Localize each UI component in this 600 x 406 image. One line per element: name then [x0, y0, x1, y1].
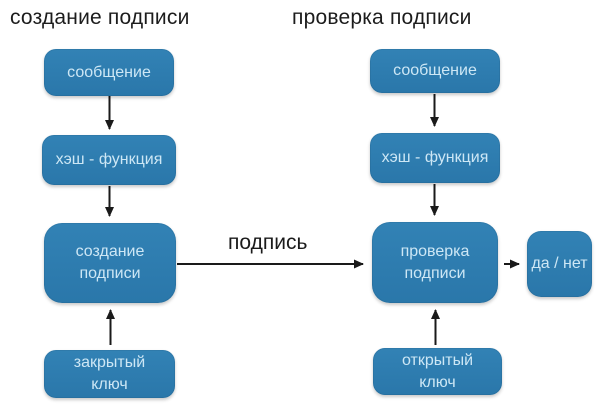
node-public-key: открытый ключ [373, 348, 502, 395]
node-right-hash-function: хэш - функция [370, 133, 500, 183]
node-verify-signature: проверка подписи [372, 222, 498, 303]
left-column-title: создание подписи [10, 6, 190, 29]
edge-label-signature: подпись [228, 231, 308, 254]
node-right-message: сообщение [370, 49, 500, 93]
node-create-signature: создание подписи [44, 223, 176, 303]
node-result-yes-no: да / нет [527, 231, 592, 297]
node-left-message: сообщение [44, 49, 174, 96]
node-private-key: закрытый ключ [44, 350, 175, 398]
node-left-hash-function: хэш - функция [42, 135, 176, 185]
right-column-title: проверка подписи [292, 6, 472, 29]
